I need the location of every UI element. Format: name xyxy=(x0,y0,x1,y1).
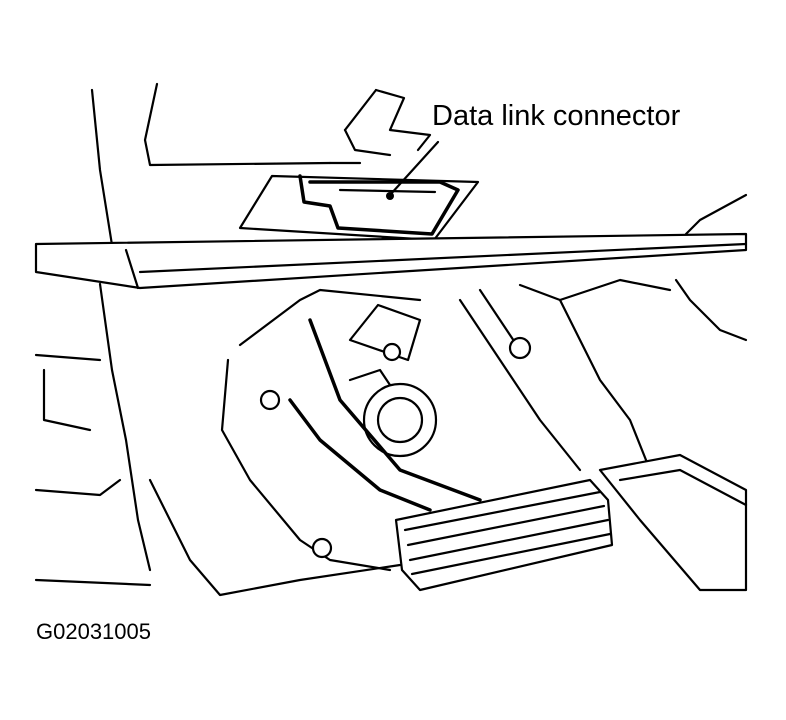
booster-inner-ring xyxy=(376,396,424,444)
footrest xyxy=(598,453,748,592)
bracket-lower xyxy=(343,128,392,157)
pad-groove-1 xyxy=(403,490,602,532)
switch-nut xyxy=(382,342,402,362)
mount-bolt-upper xyxy=(259,389,281,411)
figure-id: G02031005 xyxy=(36,619,151,644)
bracket-left xyxy=(343,88,378,132)
accelerator-arm xyxy=(458,298,582,472)
left-floor-edge xyxy=(34,478,122,497)
right-cover xyxy=(518,278,672,302)
accelerator-pivot xyxy=(508,336,532,360)
connector-ridge xyxy=(338,188,437,194)
footrest-edge xyxy=(618,468,748,507)
pad-groove-2 xyxy=(406,504,606,547)
left-box xyxy=(42,368,92,432)
pad-groove-3 xyxy=(408,518,610,562)
callout-label: Data link connector xyxy=(432,100,681,132)
right-cover-edge xyxy=(558,298,652,472)
pedal-arm-right xyxy=(308,318,482,502)
mount-bolt-lower xyxy=(311,537,333,559)
dash-upper-panel xyxy=(143,82,332,167)
left-kick-panel xyxy=(98,282,152,572)
floor-line xyxy=(34,578,152,587)
dash-edge-line xyxy=(138,242,748,274)
leader-dot xyxy=(386,192,394,200)
dash-side-edge xyxy=(90,88,114,247)
floor-mat-edge xyxy=(148,478,402,597)
pedal-bracket-top xyxy=(238,288,422,347)
callout-leader-line xyxy=(388,140,440,197)
right-panel-edge xyxy=(674,278,748,342)
switch-clip xyxy=(348,368,392,387)
right-trim xyxy=(684,193,748,236)
connector-bracket xyxy=(374,88,432,152)
brake-booster-rod xyxy=(362,382,438,458)
data-link-connector xyxy=(298,174,460,236)
pad-groove-4 xyxy=(410,532,612,576)
left-floor-line xyxy=(34,353,102,362)
brake-pedal-pad xyxy=(394,478,614,592)
pedal-bracket-left xyxy=(220,358,392,572)
pedal-arm-left xyxy=(288,398,432,512)
dash-edge-break xyxy=(124,248,140,290)
